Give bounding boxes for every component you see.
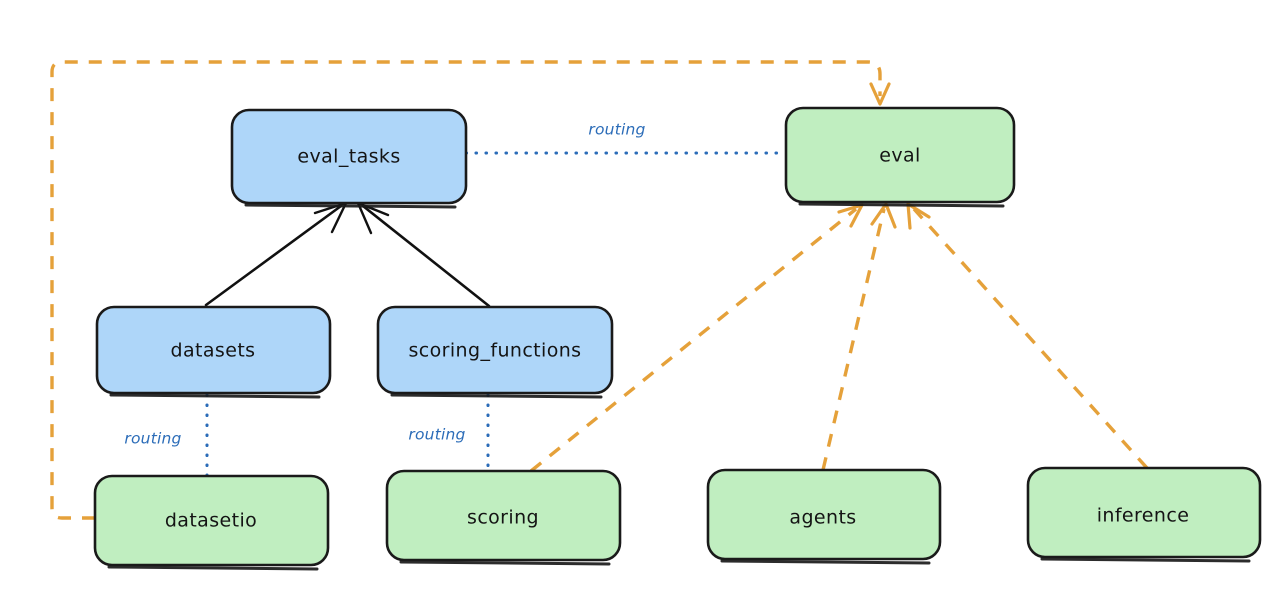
node-inference[interactable]: inference bbox=[1026, 466, 1262, 563]
node-agents[interactable]: agents bbox=[706, 468, 942, 565]
node-datasets-shadow bbox=[109, 393, 321, 399]
edge-inference-to-eval[interactable] bbox=[906, 202, 1149, 470]
node-eval-tasks-label: eval_tasks bbox=[297, 146, 400, 168]
edge-scoring-to-eval-line bbox=[529, 207, 858, 473]
edge-agents-to-eval-line bbox=[821, 208, 886, 471]
edge-scoring_functions-to-eval_tasks[interactable] bbox=[356, 201, 491, 308]
edge-agents-to-eval-arrowhead bbox=[870, 202, 897, 229]
node-eval[interactable]: eval bbox=[784, 106, 1016, 208]
node-scoring-functions-shape bbox=[376, 305, 614, 395]
node-scoring-functions-shadow bbox=[390, 393, 603, 399]
node-datasets[interactable]: datasets bbox=[95, 305, 332, 399]
node-layer: eval_tasks eval datasets scoring_functio… bbox=[93, 106, 1262, 571]
edge-datasets-to-eval_tasks[interactable] bbox=[204, 201, 348, 307]
node-datasetio-label: datasetio bbox=[165, 510, 257, 532]
node-inference-shadow bbox=[1040, 557, 1251, 563]
node-inference-shape bbox=[1026, 466, 1262, 559]
node-datasetio-shape bbox=[93, 474, 330, 567]
node-eval-label: eval bbox=[879, 145, 920, 167]
node-scoring-functions[interactable]: scoring_functions bbox=[376, 305, 614, 399]
node-eval-tasks-shape bbox=[230, 108, 468, 205]
node-eval-shadow bbox=[798, 202, 1005, 208]
edge-datasetio-to-eval-arrowhead bbox=[869, 82, 891, 106]
node-datasets-label: datasets bbox=[171, 340, 256, 362]
node-scoring-shape bbox=[385, 469, 622, 562]
node-inference-label: inference bbox=[1097, 505, 1190, 527]
node-eval-tasks[interactable]: eval_tasks bbox=[230, 108, 468, 209]
edge-label-routing-scoring-functions-scoring: routing bbox=[408, 426, 465, 444]
edge-label-layer: routing routing routing bbox=[124, 121, 645, 448]
edge-scoring_functions-to-eval_tasks-line bbox=[361, 204, 491, 308]
node-scoring-shadow bbox=[399, 560, 611, 566]
edge-datasets-to-eval_tasks-line bbox=[204, 204, 343, 307]
node-scoring[interactable]: scoring bbox=[385, 469, 622, 566]
node-scoring-functions-label: scoring_functions bbox=[409, 340, 582, 362]
node-datasetio-shadow bbox=[107, 565, 319, 571]
node-eval-tasks-shadow bbox=[244, 203, 457, 209]
node-eval-shape bbox=[784, 106, 1016, 204]
edge-inference-to-eval-line bbox=[912, 207, 1149, 470]
node-datasetio[interactable]: datasetio bbox=[93, 474, 330, 571]
node-datasets-shape bbox=[95, 305, 332, 395]
node-agents-shape bbox=[706, 468, 942, 561]
node-scoring-label: scoring bbox=[467, 507, 539, 529]
edge-label-routing-datasets-datasetio: routing bbox=[124, 430, 181, 448]
edge-agents-to-eval[interactable] bbox=[821, 202, 897, 471]
node-agents-label: agents bbox=[789, 507, 856, 529]
node-agents-shadow bbox=[720, 559, 931, 565]
edge-datasetio-to-eval[interactable] bbox=[50, 60, 891, 520]
edge-label-routing-eval-tasks-eval: routing bbox=[588, 121, 645, 139]
